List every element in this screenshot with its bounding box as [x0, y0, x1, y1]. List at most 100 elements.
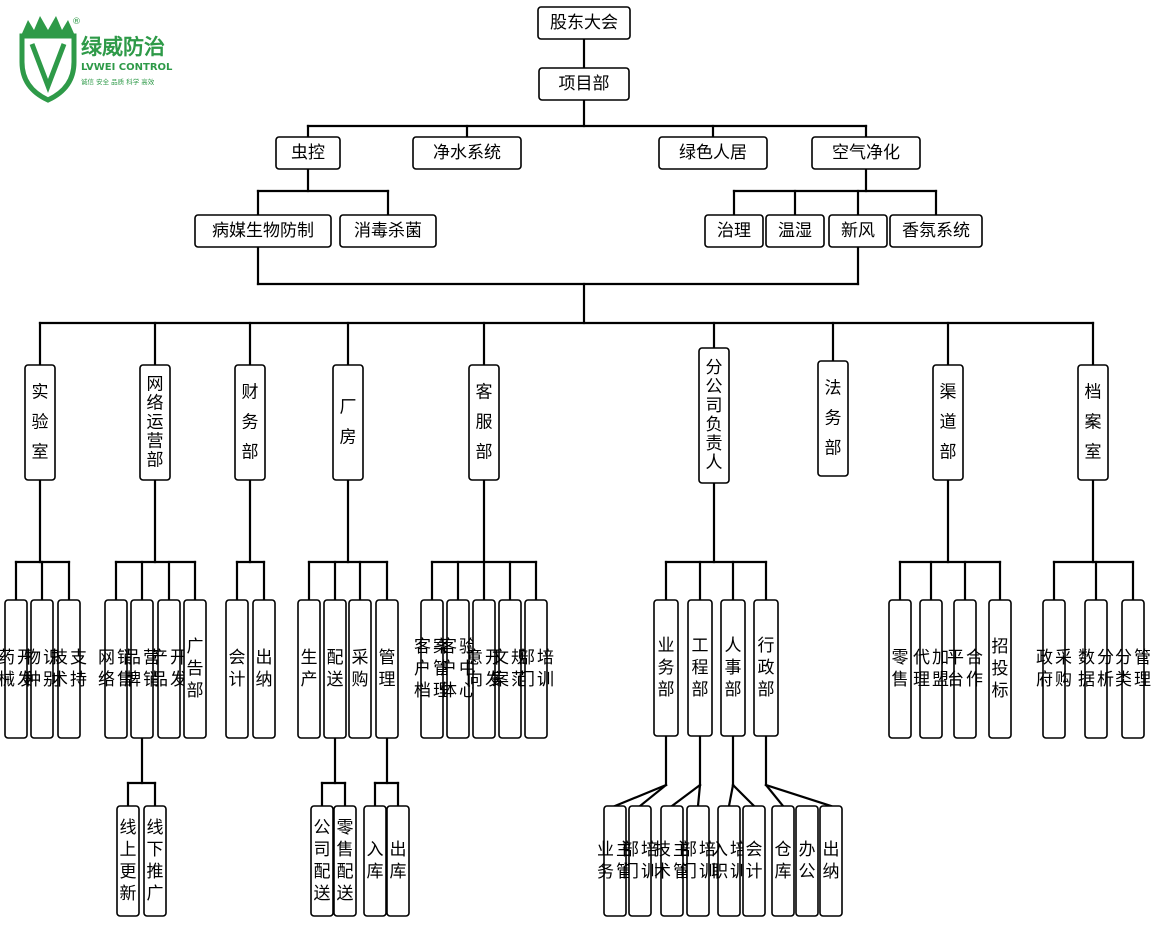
logo-name: 绿威防治 — [81, 35, 165, 59]
node-unit: 药械开发 — [0, 599, 34, 739]
node-unit: 客户体验中心 — [440, 599, 476, 739]
node-department: 档案室 — [1077, 364, 1109, 481]
node-unit: 网络销售 — [98, 599, 134, 739]
node-unit: 行政部 — [753, 599, 779, 737]
node-unit-label: 出纳 — [256, 648, 273, 690]
node-department: 厂房 — [332, 364, 364, 481]
node-unit: 生产 — [297, 599, 321, 739]
node-unit-label: 政府采购 — [1036, 648, 1072, 690]
node-unit: 物种识别 — [24, 599, 60, 739]
node-department: 财务部 — [234, 364, 266, 481]
node-unit: 会计 — [225, 599, 249, 739]
node-unit-label: 网络销售 — [98, 648, 134, 690]
node-unit-label: 业务部 — [658, 636, 675, 700]
node-project-line: 绿色人居 — [658, 136, 768, 170]
node-subunit: 入库 — [363, 805, 387, 917]
node-unit-label: 客户档案管理 — [414, 637, 450, 701]
node-unit-label: 客户体验中心 — [440, 637, 476, 701]
node-unit: 管理 — [375, 599, 399, 739]
node-subunit-label: 入库 — [367, 840, 384, 882]
node-unit-label: 采购 — [352, 648, 369, 690]
node-subunit-label: 技术主管 — [654, 840, 690, 882]
node-department: 实验室 — [24, 364, 56, 481]
node-unit-label: 平台合作 — [947, 648, 983, 690]
node-department-label: 渠道部 — [940, 383, 957, 463]
node-project-line-label: 净水系统 — [433, 143, 501, 163]
node-project-line-label: 绿色人居 — [679, 143, 747, 163]
node-subunit: 办公 — [795, 805, 819, 917]
node-unit-label: 管理 — [379, 648, 396, 690]
node-unit: 品牌营销 — [124, 599, 160, 739]
node-subunit: 技术主管 — [654, 805, 690, 917]
node-unit: 招投标 — [988, 599, 1012, 739]
node-unit: 意向开发 — [466, 599, 502, 739]
node-unit: 技术支持 — [51, 599, 87, 739]
node-unit: 产品开发 — [151, 599, 187, 739]
node-subunit: 仓库 — [771, 805, 795, 917]
logo-mark-icon — [19, 16, 77, 103]
node-department-label: 法务部 — [825, 379, 842, 459]
node-unit-label: 代理加盟 — [913, 648, 949, 690]
node-subunit-label: 部门培训 — [622, 840, 658, 882]
node-department: 法务部 — [817, 360, 849, 477]
node-unit-label: 分类管理 — [1115, 648, 1151, 690]
node-project-sub: 病媒生物防制 — [194, 214, 332, 248]
node-unit: 人事部 — [720, 599, 746, 737]
node-root: 股东大会 — [537, 6, 631, 40]
node-unit-label: 人事部 — [725, 636, 742, 700]
node-subunit: 线上更新 — [116, 805, 140, 917]
node-project-sub: 香氛系统 — [889, 214, 983, 248]
node-unit: 代理加盟 — [913, 599, 949, 739]
node-department: 渠道部 — [932, 364, 964, 481]
node-unit-label: 生产 — [301, 648, 318, 690]
node-subunit-label: 零售配送 — [337, 818, 354, 904]
node-unit-label: 招投标 — [992, 637, 1009, 701]
node-project-line: 空气净化 — [811, 136, 921, 170]
node-project-sub-label: 新风 — [841, 221, 875, 241]
node-unit: 分类管理 — [1115, 599, 1151, 739]
node-project-sub: 新风 — [828, 214, 888, 248]
node-unit: 数据分析 — [1078, 599, 1114, 739]
node-unit: 文案规范 — [492, 599, 528, 739]
node-unit: 客户档案管理 — [414, 599, 450, 739]
node-project-sub: 消毒杀菌 — [339, 214, 437, 248]
node-unit-label: 药械开发 — [0, 648, 34, 690]
node-unit-label: 数据分析 — [1078, 648, 1114, 690]
node-project-line: 净水系统 — [412, 136, 522, 170]
node-unit-label: 物种识别 — [24, 648, 60, 690]
node-unit-label: 意向开发 — [466, 648, 502, 690]
node-unit-label: 部门培训 — [518, 648, 554, 690]
node-subunit: 公司配送 — [310, 805, 334, 917]
node-unit: 采购 — [348, 599, 372, 739]
node-project-sub-label: 香氛系统 — [902, 221, 970, 241]
node-subunit: 出纳 — [819, 805, 843, 917]
node-subunit-label: 部门培训 — [680, 840, 716, 882]
connector-child — [696, 783, 702, 808]
connector-child — [727, 783, 735, 808]
node-unit: 业务部 — [653, 599, 679, 737]
node-department-label: 客服部 — [476, 383, 493, 463]
node-department-label: 分公司负责人 — [706, 358, 723, 473]
node-unit-label: 会计 — [229, 648, 246, 690]
node-unit-label: 零售 — [892, 648, 909, 690]
node-unit: 工程部 — [687, 599, 713, 737]
connector-child — [638, 783, 668, 808]
node-unit-label: 配送 — [327, 648, 344, 690]
node-project-line: 虫控 — [275, 136, 341, 170]
node-project-sub: 温湿 — [765, 214, 825, 248]
node-subunit-label: 公司配送 — [314, 818, 331, 904]
node-unit-label: 产品开发 — [151, 648, 187, 690]
node-unit-label: 文案规范 — [492, 648, 528, 690]
node-unit: 广告部 — [183, 599, 207, 739]
node-project-sub-label: 治理 — [717, 221, 751, 241]
connector-child — [764, 783, 833, 808]
node-unit: 出纳 — [252, 599, 276, 739]
node-department-label: 网络运营部 — [147, 375, 164, 471]
registered-mark: ® — [72, 17, 81, 27]
node-subunit-label: 办公 — [799, 840, 816, 882]
node-subunit: 出库 — [386, 805, 410, 917]
node-subunit-label: 线下推广 — [147, 818, 164, 904]
node-subunit-label: 会计 — [746, 840, 763, 882]
node-unit: 零售 — [888, 599, 912, 739]
